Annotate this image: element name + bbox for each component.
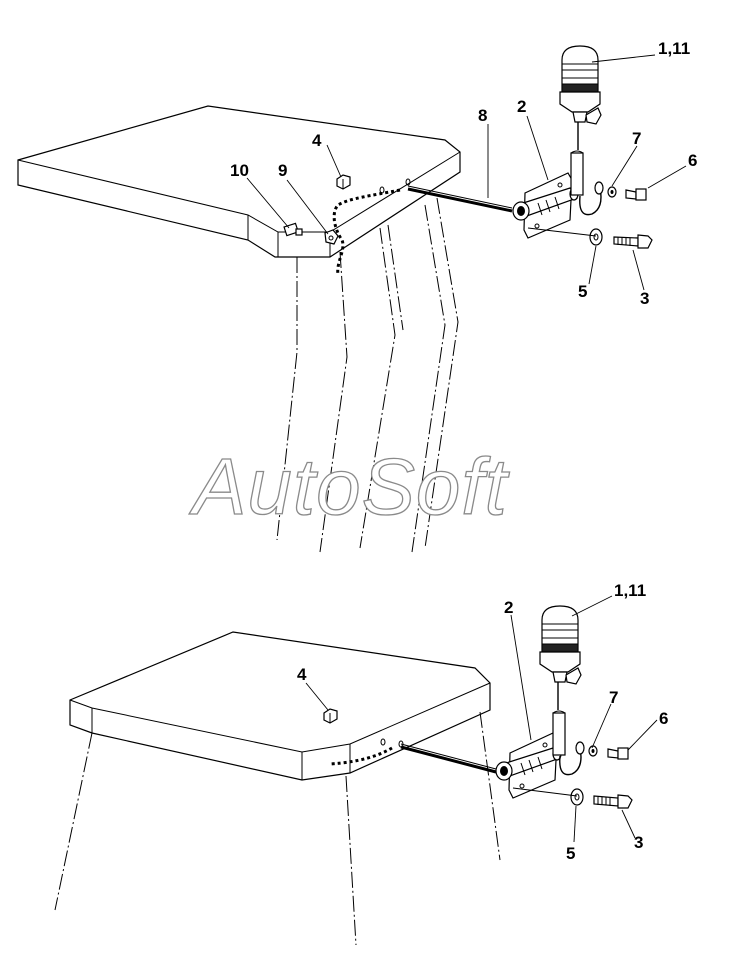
- top-lock-washer: [594, 181, 617, 198]
- top-cab-pillars: [276, 197, 459, 553]
- top-callout-bolt: 3: [640, 289, 649, 308]
- top-nut: [336, 174, 351, 190]
- top-callout-washer: 5: [578, 282, 587, 301]
- top-beacon: [559, 45, 602, 125]
- bottom-callout-nut: 4: [297, 665, 307, 684]
- top-bolt: [613, 234, 653, 249]
- bottom-leaders: [305, 595, 658, 843]
- top-callout-beacon: 1,11: [658, 39, 690, 58]
- bottom-callout-bracket: 2: [504, 598, 513, 617]
- bottom-callout-screw: 6: [659, 709, 668, 728]
- bottom-assembly: 1,11 2 7 6 4 5 3: [54, 581, 668, 946]
- top-cab-roof: [17, 105, 461, 258]
- bottom-washer: [570, 788, 584, 806]
- top-callout-connector: 10: [230, 161, 249, 180]
- top-screw: [625, 188, 647, 201]
- bottom-callout-lock-washer: 7: [609, 688, 618, 707]
- top-callout-nut: 4: [312, 131, 322, 150]
- bottom-screw: [607, 747, 629, 760]
- bottom-cab-pillars: [54, 711, 501, 946]
- top-harness-rod: [407, 185, 513, 209]
- bottom-bolt-axis: [512, 787, 578, 797]
- bottom-mount-hole: [380, 738, 386, 746]
- bottom-bolt: [593, 794, 633, 809]
- top-mount-hole: [405, 178, 411, 186]
- top-bolt-axis: [527, 227, 597, 237]
- top-mount-hole: [379, 186, 385, 194]
- bottom-callout-beacon: 1,11: [614, 581, 646, 600]
- top-callout-bracket: 2: [517, 97, 526, 116]
- top-callout-clip: 9: [278, 161, 287, 180]
- watermark: AutoSoft: [189, 442, 510, 531]
- top-beacon-post: [570, 117, 584, 196]
- bottom-callout-bolt: 3: [634, 833, 643, 852]
- top-callout-lock-washer: 7: [632, 129, 641, 148]
- bottom-bracket: [495, 732, 562, 799]
- top-callout-screw: 6: [688, 151, 697, 170]
- bottom-cab-roof: [69, 631, 491, 781]
- bottom-wiring-route: [329, 746, 393, 766]
- bottom-callout-washer: 5: [566, 844, 575, 863]
- top-clip: [324, 229, 339, 245]
- bottom-beacon-post: [552, 676, 566, 756]
- bottom-beacon: [539, 605, 582, 685]
- top-assembly: 1,11 2 8 7 6 4 10 9 5 3: [17, 39, 697, 553]
- top-beacon-cable: [579, 187, 602, 216]
- top-bracket: [512, 172, 579, 239]
- top-washer: [589, 228, 603, 246]
- bottom-nut: [323, 708, 338, 724]
- bottom-harness-rod: [400, 743, 497, 770]
- bottom-lock-washer: [575, 741, 598, 757]
- top-leaders: [246, 54, 687, 291]
- top-wiring-route: [332, 188, 401, 276]
- top-callout-harness: 8: [478, 106, 487, 125]
- bottom-beacon-cable: [559, 747, 582, 776]
